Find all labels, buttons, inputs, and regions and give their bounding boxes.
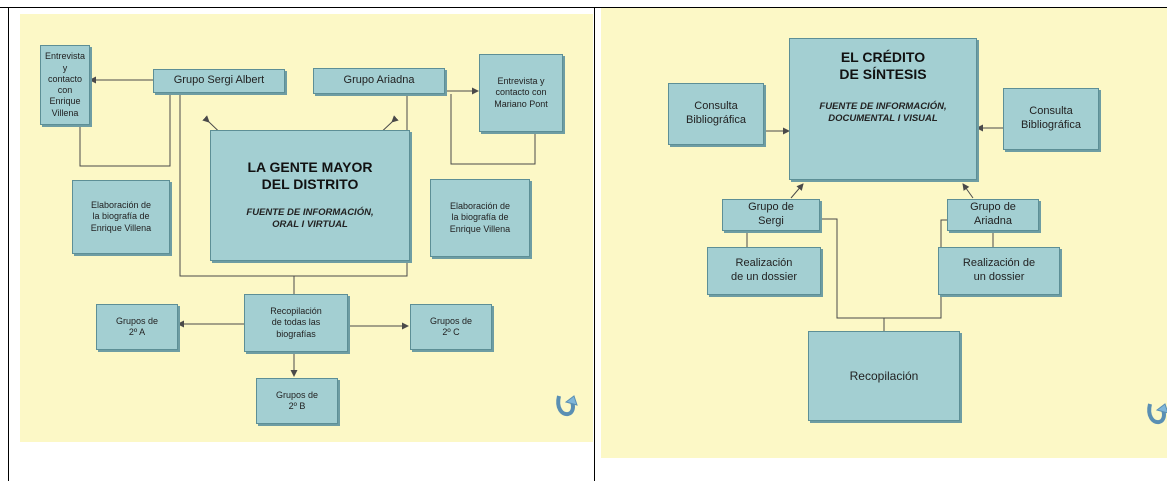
grupos-2a-box: Grupos de 2º A	[96, 304, 178, 350]
dossier-left-box: Realización de un dossier	[707, 247, 821, 295]
recopilacion-label: Recopilación	[849, 368, 919, 383]
consulta-left-box: Consulta Bibliográfica	[668, 83, 764, 145]
right-connectors	[746, 124, 1003, 331]
grupos-2a-label: Grupos de 2º A	[115, 315, 159, 337]
grupos-2b-label: Grupos de 2º B	[275, 389, 319, 411]
dossier-right-label: Realización de un dossier	[962, 257, 1036, 283]
grupo-de-sergi-label: Grupo de Sergi	[748, 201, 794, 227]
entrevista-enrique-box: Entrevista y contacto con Enrique Villen…	[40, 45, 90, 125]
grupos-2c-box: Grupos de 2º C	[410, 304, 492, 350]
grupos-2c-label: Grupos de 2º C	[429, 315, 473, 337]
gente-mayor-main-box: LA GENTE MAYOR DEL DISTRITO FUENTE DE IN…	[210, 130, 410, 261]
grupo-de-ariadna-label: Grupo de Ariadna	[970, 201, 1016, 227]
grupo-sergi-albert-label: Grupo Sergi Albert	[173, 74, 265, 87]
credito-sintesis-subtitle: FUENTE DE INFORMACIÓN, DOCUMENTAL I VISU…	[819, 100, 947, 124]
entrevista-enrique-label: Entrevista y contacto con Enrique Villen…	[44, 51, 86, 118]
grupos-2b-box: Grupos de 2º B	[256, 378, 338, 424]
biografia-right-box: Elaboración de la biografía de Enrique V…	[430, 179, 530, 257]
grupo-ariadna-label: Grupo Ariadna	[343, 74, 415, 87]
frame-top-line	[0, 7, 598, 8]
gente-mayor-title: LA GENTE MAYOR DEL DISTRITO	[247, 159, 373, 193]
return-arrow-icon[interactable]	[1145, 400, 1167, 426]
recopilacion-biografias-label: Recopilación de todas las biografías	[270, 306, 322, 339]
grupo-ariadna-box: Grupo Ariadna	[313, 68, 445, 94]
biografia-right-label: Elaboración de la biografía de Enrique V…	[449, 201, 511, 234]
biografia-left-label: Elaboración de la biografía de Enrique V…	[90, 200, 152, 233]
frame-left-line	[8, 7, 9, 481]
grupo-de-sergi-box: Grupo de Sergi	[722, 199, 820, 231]
frame-mid-line	[594, 7, 595, 481]
dossier-left-label: Realización de un dossier	[730, 257, 798, 283]
grupo-de-ariadna-box: Grupo de Ariadna	[947, 199, 1039, 231]
return-arrow-icon[interactable]	[554, 392, 582, 418]
credito-sintesis-main-box: EL CRÉDITO DE SÍNTESIS FUENTE DE INFORMA…	[789, 38, 977, 180]
entrevista-mariano-label: Entrevista y contacto con Mariano Pont	[494, 76, 548, 109]
recopilacion-box: Recopilación	[808, 331, 960, 421]
biografia-left-box: Elaboración de la biografía de Enrique V…	[72, 180, 170, 254]
frame-right-top-line	[594, 7, 1167, 8]
right-diagram-panel: Consulta Bibliográfica EL CRÉDITO DE SÍN…	[601, 8, 1167, 458]
credito-sintesis-title: EL CRÉDITO DE SÍNTESIS	[839, 49, 927, 82]
consulta-left-label: Consulta Bibliográfica	[686, 100, 746, 126]
gente-mayor-subtitle: FUENTE DE INFORMACIÓN, ORAL I VIRTUAL	[246, 206, 374, 231]
consulta-right-box: Consulta Bibliográfica	[1003, 88, 1099, 150]
left-diagram-panel: Entrevista y contacto con Enrique Villen…	[20, 14, 593, 442]
consulta-right-label: Consulta Bibliográfica	[1021, 105, 1081, 131]
grupo-sergi-albert-box: Grupo Sergi Albert	[153, 69, 285, 93]
recopilacion-biografias-box: Recopilación de todas las biografías	[244, 294, 348, 352]
entrevista-mariano-box: Entrevista y contacto con Mariano Pont	[479, 54, 563, 132]
dossier-right-box: Realización de un dossier	[938, 247, 1060, 295]
